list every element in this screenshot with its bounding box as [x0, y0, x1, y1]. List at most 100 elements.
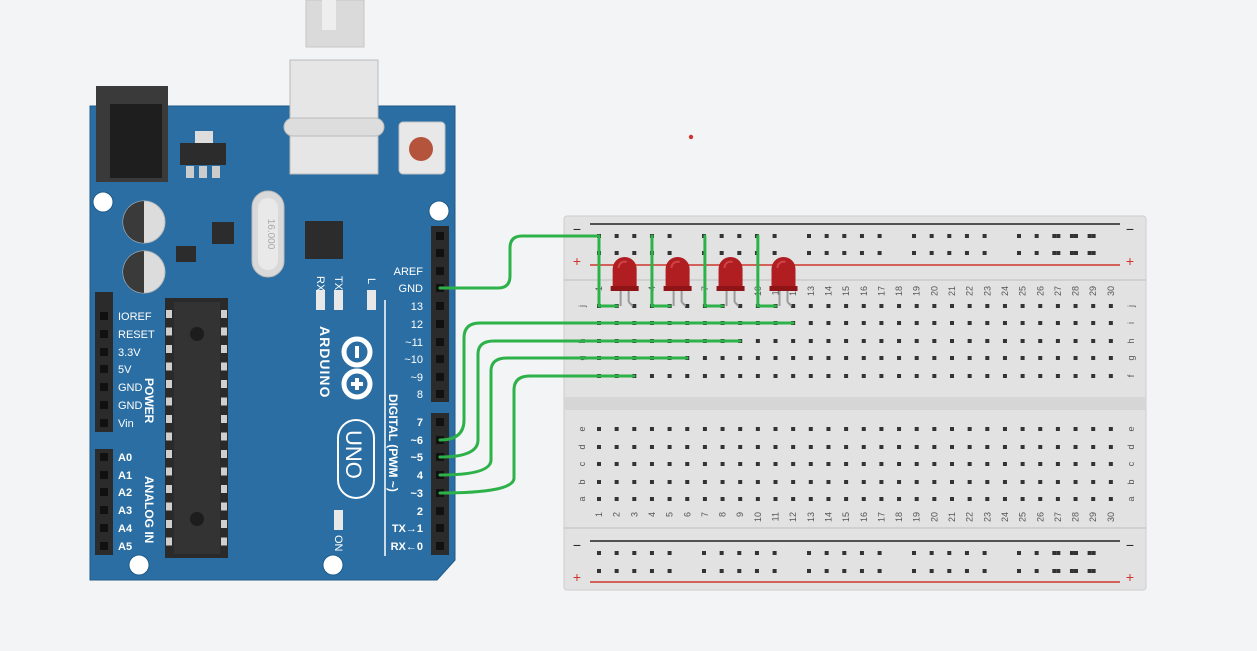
breadboard-hole[interactable]: [950, 445, 954, 449]
breadboard-hole[interactable]: [879, 304, 884, 308]
breadboard-hole[interactable]: [649, 445, 654, 449]
breadboard-hole[interactable]: [897, 497, 902, 501]
breadboard-hole[interactable]: [932, 427, 937, 431]
breadboard-hole[interactable]: [772, 569, 777, 573]
header-pin[interactable]: [436, 418, 444, 426]
breadboard-hole[interactable]: [632, 462, 637, 466]
breadboard-hole[interactable]: [1052, 234, 1057, 238]
breadboard-hole[interactable]: [1108, 321, 1113, 325]
breadboard-hole[interactable]: [929, 234, 934, 238]
breadboard-hole[interactable]: [1091, 462, 1096, 466]
breadboard-hole[interactable]: [1002, 304, 1007, 308]
breadboard-hole[interactable]: [808, 427, 813, 431]
jumper-wire[interactable]: [703, 234, 725, 308]
breadboard-hole[interactable]: [719, 234, 724, 238]
breadboard-hole[interactable]: [950, 321, 954, 325]
breadboard-hole[interactable]: [791, 480, 796, 484]
breadboard-hole[interactable]: [861, 339, 866, 343]
breadboard-hole[interactable]: [1091, 480, 1096, 484]
header-pin[interactable]: [436, 267, 444, 275]
breadboard-hole[interactable]: [914, 304, 919, 308]
breadboard-hole[interactable]: [808, 356, 813, 360]
breadboard-hole[interactable]: [1074, 551, 1078, 555]
breadboard-hole[interactable]: [791, 374, 796, 378]
breadboard-hole[interactable]: [964, 251, 969, 255]
breadboard-hole[interactable]: [685, 374, 690, 378]
breadboard-hole[interactable]: [982, 569, 987, 573]
breadboard-hole[interactable]: [685, 445, 690, 449]
breadboard-hole[interactable]: [1108, 497, 1113, 501]
breadboard-hole[interactable]: [632, 304, 637, 308]
header-pin[interactable]: [436, 373, 444, 381]
breadboard-hole[interactable]: [1073, 321, 1078, 325]
breadboard-hole[interactable]: [667, 251, 672, 255]
breadboard-hole[interactable]: [738, 356, 743, 360]
breadboard-hole[interactable]: [947, 234, 952, 238]
breadboard-hole[interactable]: [859, 569, 864, 573]
breadboard-hole[interactable]: [755, 427, 760, 431]
breadboard-hole[interactable]: [1056, 569, 1061, 573]
breadboard-hole[interactable]: [1020, 497, 1025, 501]
header-pin[interactable]: [100, 453, 108, 461]
breadboard-hole[interactable]: [1038, 374, 1043, 378]
breadboard-hole[interactable]: [967, 374, 972, 378]
breadboard-hole[interactable]: [932, 480, 937, 484]
breadboard-hole[interactable]: [791, 427, 796, 431]
red-led[interactable]: [769, 257, 798, 307]
breadboard-hole[interactable]: [1038, 497, 1043, 501]
breadboard-hole[interactable]: [808, 445, 813, 449]
breadboard-hole[interactable]: [950, 356, 954, 360]
breadboard-hole[interactable]: [755, 374, 760, 378]
breadboard-hole[interactable]: [1002, 321, 1007, 325]
breadboard-hole[interactable]: [967, 339, 972, 343]
breadboard-hole[interactable]: [844, 321, 849, 325]
breadboard-hole[interactable]: [1055, 445, 1060, 449]
breadboard-hole[interactable]: [1073, 480, 1078, 484]
breadboard-hole[interactable]: [1056, 234, 1061, 238]
breadboard-hole[interactable]: [702, 462, 707, 466]
breadboard-hole[interactable]: [614, 427, 619, 431]
breadboard-hole[interactable]: [1108, 427, 1113, 431]
jumper-wire[interactable]: [597, 234, 619, 308]
breadboard-hole[interactable]: [1017, 551, 1021, 555]
header-pin[interactable]: [436, 355, 444, 363]
breadboard-hole[interactable]: [1108, 339, 1113, 343]
breadboard-hole[interactable]: [932, 462, 937, 466]
breadboard-hole[interactable]: [1002, 374, 1007, 378]
breadboard-hole[interactable]: [985, 427, 990, 431]
breadboard-hole[interactable]: [932, 304, 937, 308]
breadboard-hole[interactable]: [772, 251, 777, 255]
breadboard-hole[interactable]: [932, 321, 937, 325]
breadboard-hole[interactable]: [808, 339, 813, 343]
breadboard-hole[interactable]: [861, 445, 866, 449]
breadboard-hole[interactable]: [720, 374, 725, 378]
header-pin[interactable]: [100, 401, 108, 409]
breadboard-hole[interactable]: [967, 304, 972, 308]
breadboard-hole[interactable]: [807, 251, 811, 255]
breadboard-hole[interactable]: [738, 304, 743, 308]
breadboard-hole[interactable]: [1073, 427, 1078, 431]
breadboard-hole[interactable]: [826, 427, 831, 431]
breadboard-hole[interactable]: [897, 304, 902, 308]
breadboard-hole[interactable]: [985, 497, 990, 501]
breadboard-hole[interactable]: [912, 569, 916, 573]
breadboard-hole[interactable]: [1020, 480, 1025, 484]
breadboard-hole[interactable]: [1038, 339, 1043, 343]
breadboard-hole[interactable]: [844, 427, 849, 431]
breadboard-hole[interactable]: [842, 234, 847, 238]
breadboard-hole[interactable]: [914, 462, 919, 466]
breadboard-hole[interactable]: [950, 304, 954, 308]
breadboard-hole[interactable]: [614, 445, 619, 449]
header-pin[interactable]: [436, 542, 444, 550]
breadboard-hole[interactable]: [1038, 321, 1043, 325]
header-pin[interactable]: [100, 488, 108, 496]
breadboard-hole[interactable]: [824, 569, 829, 573]
breadboard-hole[interactable]: [702, 551, 706, 555]
breadboard-hole[interactable]: [773, 462, 778, 466]
jumper-wire[interactable]: [438, 339, 742, 459]
breadboard-hole[interactable]: [844, 480, 849, 484]
breadboard-hole[interactable]: [985, 480, 990, 484]
breadboard-hole[interactable]: [1074, 251, 1078, 255]
breadboard-hole[interactable]: [773, 427, 778, 431]
breadboard-hole[interactable]: [773, 356, 778, 360]
